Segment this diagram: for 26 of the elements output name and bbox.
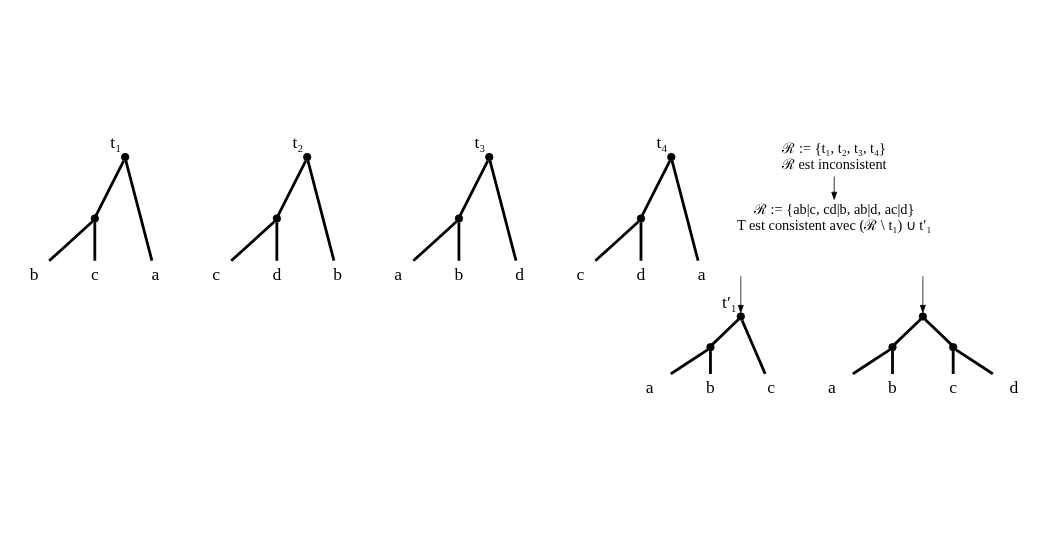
node-label: t₁ (110, 131, 122, 152)
node-text: c (767, 376, 776, 397)
node-text: b (706, 376, 715, 397)
node-label: t₃ (474, 131, 486, 152)
node-text: a (697, 263, 706, 284)
node-text: d (272, 263, 282, 284)
node-text: a (394, 263, 403, 284)
node-label: t₄ (656, 131, 668, 152)
node-text: d (1009, 376, 1019, 397)
node-text: b (888, 376, 897, 397)
node-text: ℛ := {t₁, t₂, t₃, t₄} ℛ est inconsistent (781, 139, 887, 172)
node-label: t₂ (292, 131, 304, 152)
node-text: d (636, 263, 646, 284)
node-text: c (576, 263, 585, 284)
node-text: d (515, 263, 524, 284)
node-text: a (827, 376, 836, 397)
node-text: b (333, 263, 342, 284)
node-text: b (454, 263, 464, 284)
node-text: c (949, 376, 958, 397)
node-text: ℛ := {ab|c, cd|b, ab|d, ac|d} T est consistent avec (ℛ \ t₁) ∪ t′₁ (736, 200, 932, 233)
node-text: c (212, 263, 221, 284)
node-text: b (29, 263, 39, 284)
node-text: c (90, 263, 99, 284)
node-label: t′₁ (722, 291, 737, 312)
node-text: a (645, 376, 654, 397)
node-text: a (151, 263, 160, 284)
